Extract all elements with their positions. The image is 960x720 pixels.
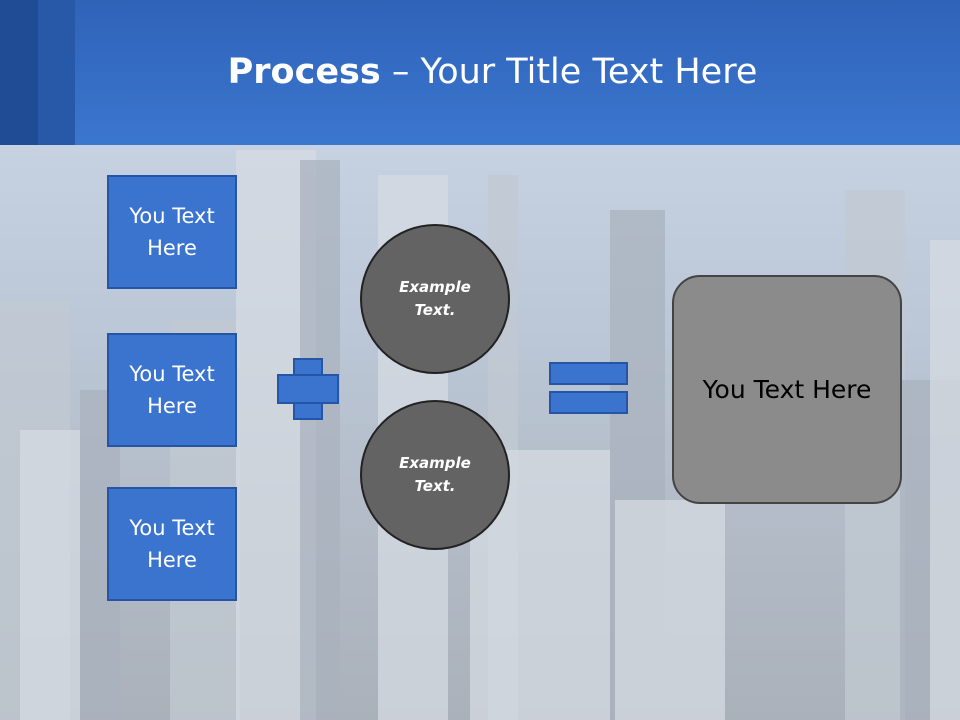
title-rest: – Your Title Text Here xyxy=(380,52,758,92)
plus-center xyxy=(295,376,321,402)
text-box-line: You Text xyxy=(129,204,215,228)
circle-text-line: Text. xyxy=(414,301,456,319)
result-box[interactable]: You Text Here xyxy=(672,275,902,504)
circle-text-line: Example xyxy=(399,278,471,296)
building-shape xyxy=(615,500,725,720)
slide-title[interactable]: Process – Your Title Text Here xyxy=(0,52,960,92)
building-shape xyxy=(20,430,80,720)
building-shape xyxy=(300,160,340,720)
header-stripe-dark xyxy=(0,0,38,145)
header-stripe xyxy=(38,0,75,145)
building-shape xyxy=(930,240,960,720)
circle-text-line: Example xyxy=(399,454,471,472)
result-text: You Text Here xyxy=(702,375,872,404)
circle-text-line: Text. xyxy=(414,477,456,495)
text-box-line: You Text xyxy=(129,362,215,386)
title-bold: Process xyxy=(227,52,381,92)
text-box-line: You Text xyxy=(129,516,215,540)
text-box-line: Here xyxy=(147,394,197,418)
equals-top-bar xyxy=(549,362,628,385)
equals-bottom-bar xyxy=(549,391,628,414)
text-box-line: Here xyxy=(147,548,197,572)
title-bar: Process – Your Title Text Here xyxy=(0,0,960,145)
text-box-line: Here xyxy=(147,236,197,260)
